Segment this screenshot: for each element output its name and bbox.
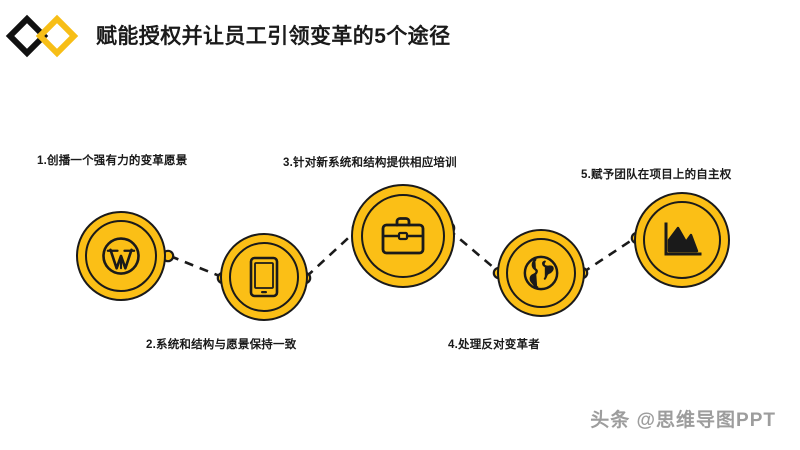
wordpress-w-icon (100, 235, 142, 277)
flow-node-5[interactable] (634, 192, 730, 288)
flow-node-5-caption: 5.赋予团队在项目上的自主权 (581, 169, 732, 181)
node-inner-ring (643, 201, 721, 279)
connector-3-4 (447, 228, 501, 274)
flow-node-3[interactable] (351, 184, 455, 288)
area-chart-icon (660, 220, 704, 260)
node-inner-ring (361, 194, 445, 278)
flow-node-1[interactable] (76, 211, 166, 301)
globe-icon (522, 254, 560, 292)
node-inner-ring (506, 238, 576, 308)
node-inner-ring (85, 220, 157, 292)
node-inner-ring (229, 242, 299, 312)
connector-4-5 (581, 236, 636, 275)
briefcase-icon (379, 215, 427, 257)
flow-node-2[interactable] (220, 233, 308, 321)
page-title: 赋能授权并让员工引领变革的5个途径 (96, 25, 451, 48)
flow-node-3-caption: 3.针对新系统和结构提供相应培训 (283, 157, 457, 169)
watermark: 头条 @思维导图PPT (590, 410, 776, 431)
flow-node-4[interactable] (497, 229, 585, 317)
slide-header: 赋能授权并让员工引领变革的5个途径 (0, 0, 800, 70)
flow-node-1-caption: 1.创播一个强有力的变革愿景 (37, 155, 188, 167)
flow-node-2-caption: 2.系统和结构与愿景保持一致 (146, 339, 297, 351)
flow-node-4-caption: 4.处理反对变革者 (448, 339, 540, 351)
tablet-device-icon (247, 255, 281, 299)
connector-1-2 (169, 254, 223, 279)
